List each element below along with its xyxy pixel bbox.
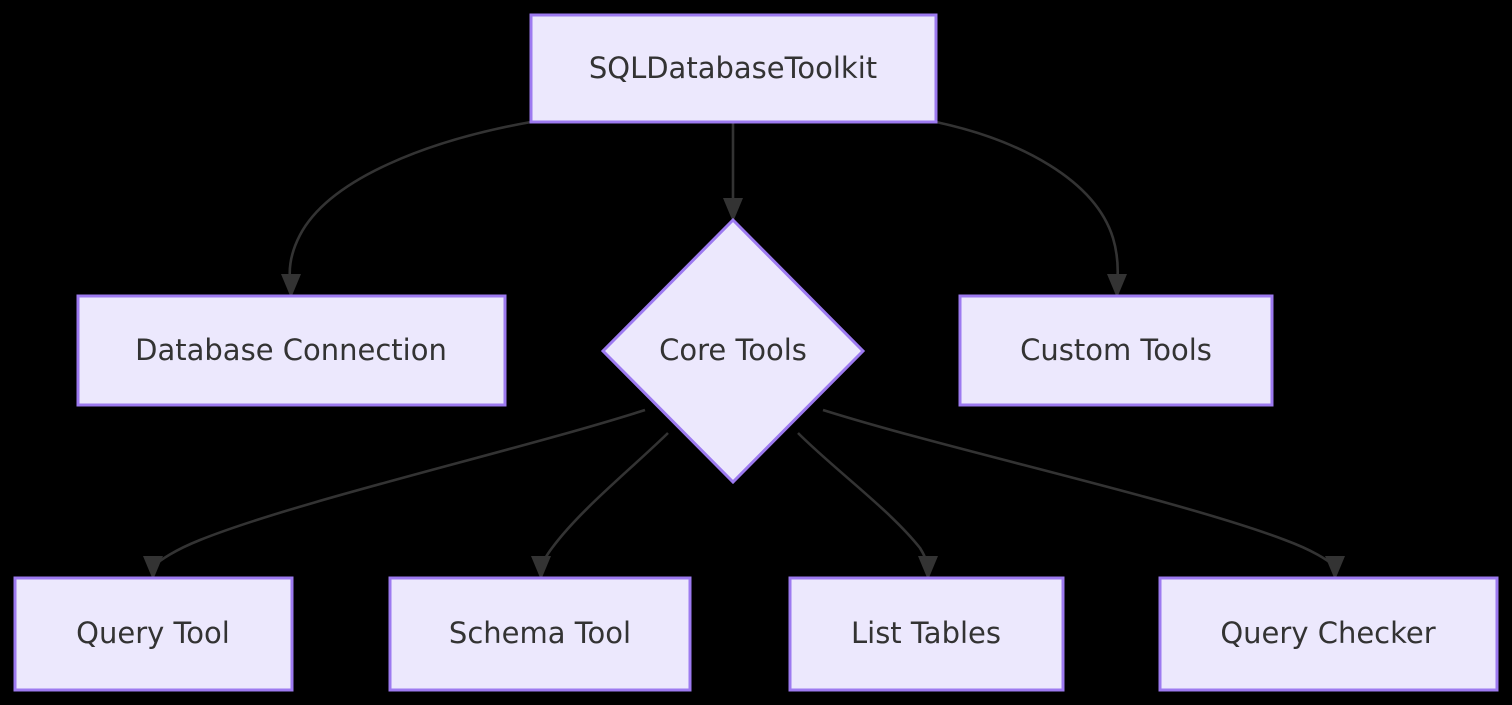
arrowhead-query-checker: [1325, 556, 1345, 580]
node-query-tool[interactable]: Query Tool: [13, 576, 294, 692]
arrowhead-list-tables: [918, 556, 938, 580]
node-label-query-tool: Query Tool: [76, 616, 230, 650]
node-shape-query-tool[interactable]: [13, 576, 294, 692]
node-layer: SQLDatabaseToolkit Database Connection C…: [13, 13, 1499, 692]
arrowhead-database-connection: [281, 274, 301, 298]
node-schema-tool[interactable]: Schema Tool: [388, 576, 692, 692]
arrowhead-custom-tools: [1107, 274, 1127, 298]
edge-core-tools-to-query-checker: [822, 408, 1345, 580]
node-shape-core-tools[interactable]: [600, 217, 866, 485]
arrowhead-query-tool: [143, 556, 163, 580]
edge-path-toolkit-custom-tools: [935, 120, 1120, 287]
node-label-sqldatabasetoolkit: SQLDatabaseToolkit: [589, 51, 877, 85]
node-list-tables[interactable]: List Tables: [788, 576, 1065, 692]
edge-toolkit-to-database-connection: [281, 120, 532, 298]
node-label-database-connection: Database Connection: [135, 333, 447, 367]
edge-toolkit-to-custom-tools: [935, 120, 1127, 298]
node-core-tools[interactable]: Core Tools: [600, 217, 866, 485]
edge-core-tools-to-schema-tool: [531, 432, 669, 580]
edge-core-tools-to-query-tool: [143, 408, 646, 580]
node-label-core-tools: Core Tools: [659, 333, 807, 367]
node-shape-database-connection[interactable]: [76, 294, 507, 407]
edge-path-core-tools-query-tool: [153, 408, 646, 567]
node-sqldatabasetoolkit[interactable]: SQLDatabaseToolkit: [529, 13, 938, 124]
node-database-connection[interactable]: Database Connection: [76, 294, 507, 407]
edge-layer: [143, 120, 1345, 580]
node-label-query-checker: Query Checker: [1220, 616, 1435, 650]
node-shape-query-checker[interactable]: [1158, 576, 1499, 692]
edge-toolkit-to-core-tools: [723, 122, 743, 222]
edge-path-core-tools-query-checker: [822, 408, 1335, 567]
node-shape-custom-tools[interactable]: [958, 294, 1274, 407]
arrowhead-schema-tool: [531, 556, 551, 580]
node-shape-sqldatabasetoolkit[interactable]: [529, 13, 938, 124]
node-label-custom-tools: Custom Tools: [1020, 333, 1212, 367]
edge-path-core-tools-schema-tool: [540, 432, 669, 567]
edge-path-toolkit-database-connection: [288, 120, 532, 287]
node-label-schema-tool: Schema Tool: [449, 616, 631, 650]
node-custom-tools[interactable]: Custom Tools: [958, 294, 1274, 407]
node-shape-list-tables[interactable]: [788, 576, 1065, 692]
node-shape-schema-tool[interactable]: [388, 576, 692, 692]
node-query-checker[interactable]: Query Checker: [1158, 576, 1499, 692]
node-label-list-tables: List Tables: [851, 616, 1001, 650]
arrowhead-core-tools: [723, 198, 743, 222]
edge-core-tools-to-list-tables: [797, 432, 938, 580]
edge-path-core-tools-list-tables: [797, 432, 930, 567]
